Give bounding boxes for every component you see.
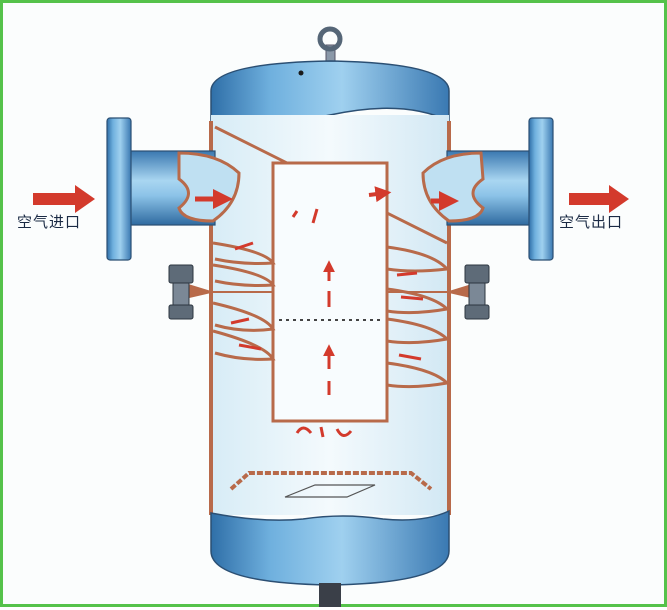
- separator-diagram: [33, 26, 629, 607]
- helical-vanes-right: [386, 245, 451, 389]
- lifting-eye-icon: [317, 26, 343, 66]
- cap-dot: [298, 70, 304, 76]
- inlet-pipe: [106, 117, 241, 261]
- flow-arrows: [33, 185, 629, 438]
- helical-vanes-left: [212, 241, 276, 361]
- air-outlet-label: 空气出口: [559, 213, 624, 231]
- bottom-mesh: [229, 471, 433, 498]
- outlet-pipe: [421, 117, 554, 261]
- air-inlet-label: 空气进口: [17, 213, 82, 231]
- bottom-cap: [210, 509, 450, 586]
- drain-pipe: [319, 583, 341, 607]
- outlet-arrow-icon: [569, 185, 629, 213]
- inlet-arrow-icon: [33, 185, 95, 213]
